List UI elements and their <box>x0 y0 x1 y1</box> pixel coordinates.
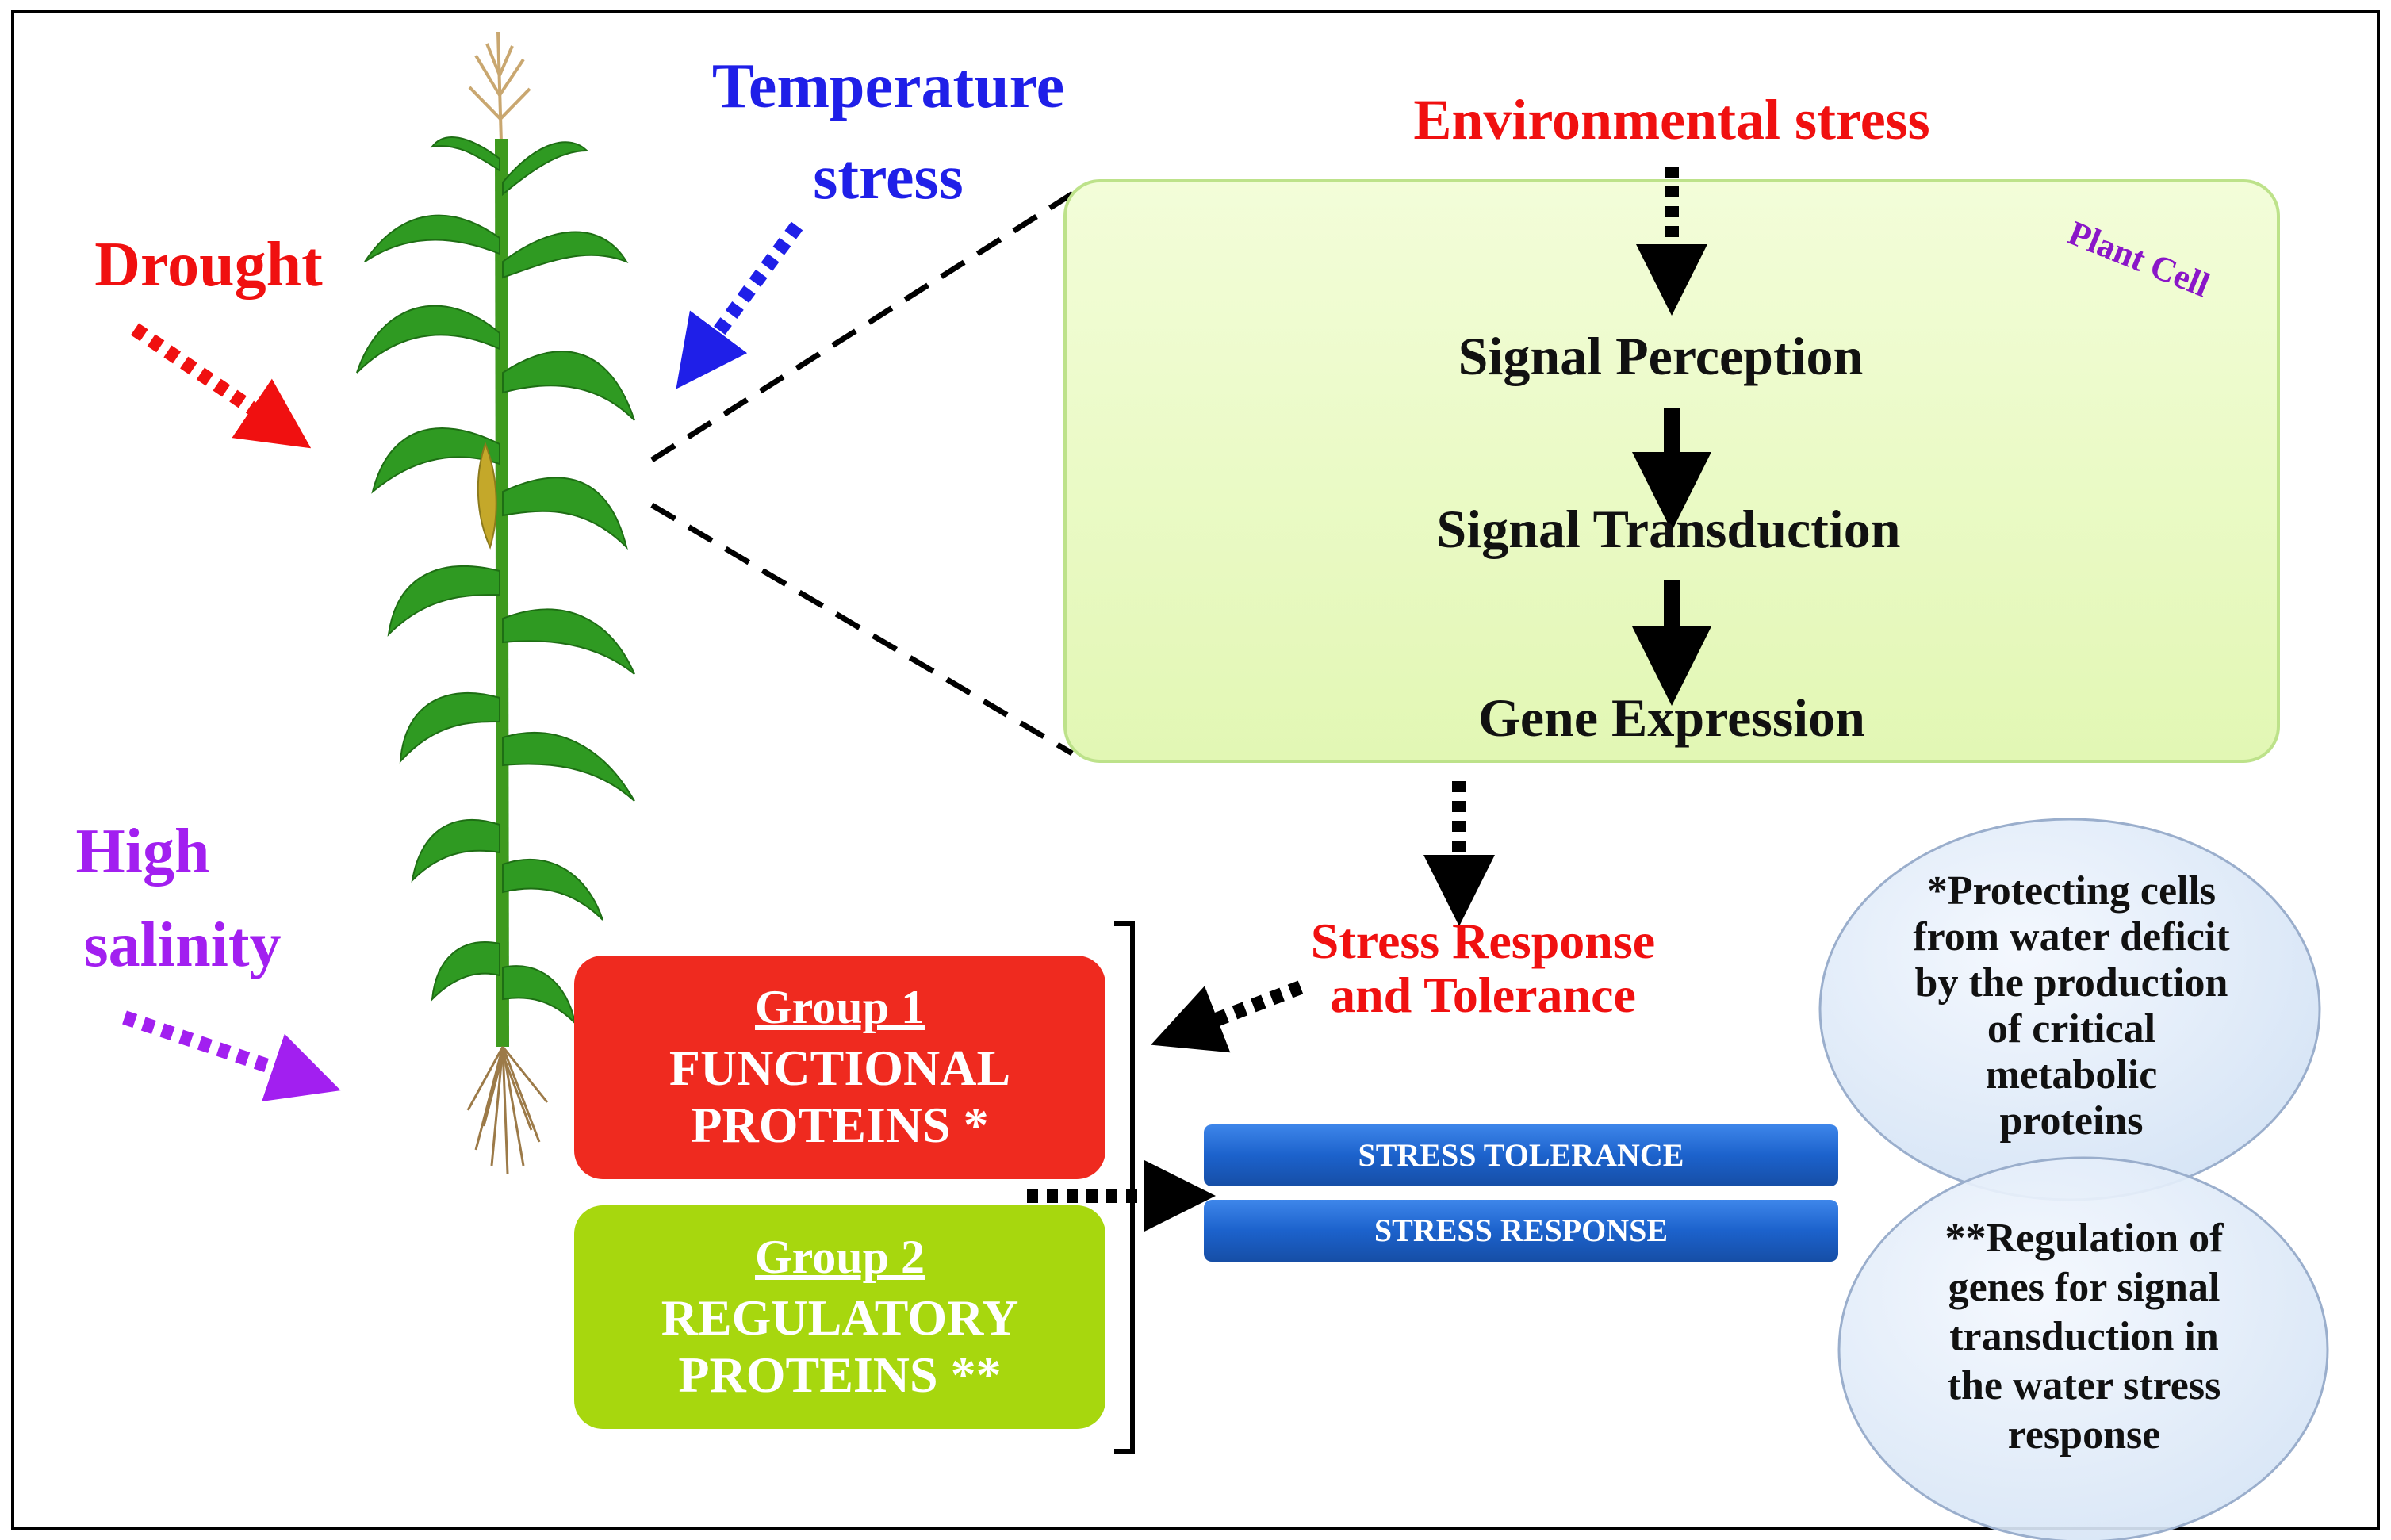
maize-plant-icon <box>356 31 635 1174</box>
group1-line2: PROTEINS * <box>691 1097 988 1153</box>
group1-line1: FUNCTIONAL <box>669 1040 1010 1096</box>
group2-line1: REGULATORY <box>661 1289 1019 1346</box>
functional-proteins-note: *Protecting cells from water deficit by … <box>1913 868 2230 1144</box>
signal-transduction-step: Signal Transduction <box>1436 499 1900 559</box>
gene-expression-step: Gene Expression <box>1478 688 1865 748</box>
temperature-arrow <box>676 221 803 389</box>
salinity-label-line2: salinity <box>84 910 282 980</box>
drought-label: Drought <box>94 230 323 300</box>
salinity-arrow <box>122 1010 341 1101</box>
roots <box>466 1046 549 1174</box>
stress-tolerance-bar <box>1204 1124 1838 1186</box>
group2-heading: Group 2 <box>755 1231 925 1283</box>
group2-line2: PROTEINS ** <box>678 1347 1001 1403</box>
note1-line: from water deficit <box>1913 914 2230 960</box>
group1-box <box>574 956 1105 1179</box>
leaves <box>356 136 635 1026</box>
stress-response-label-line2: and Tolerance <box>1330 967 1636 1023</box>
signal-perception-step: Signal Perception <box>1458 326 1864 386</box>
environmental-stress-label: Environmental stress <box>1413 88 1929 151</box>
note1-line: of critical <box>1987 1006 2155 1052</box>
temperature-label-line2: stress <box>813 143 964 213</box>
note2-line: transduction in <box>1949 1314 2219 1359</box>
maize-ear <box>477 442 497 550</box>
note2-line: **Regulation of <box>1945 1216 2224 1261</box>
note2-line: genes for signal <box>1948 1265 2220 1310</box>
regulatory-proteins-note: **Regulation of genes for signal transdu… <box>1945 1216 2224 1458</box>
temperature-label-line1: Temperature <box>712 52 1064 121</box>
group1-heading: Group 1 <box>755 981 925 1033</box>
stress-response-bar-label: STRESS RESPONSE <box>1374 1212 1668 1248</box>
regulatory-proteins-note-oval <box>1837 1156 2329 1540</box>
note1-line: proteins <box>1999 1098 2143 1144</box>
outer-border <box>11 10 2380 1530</box>
stress-response-bar <box>1204 1200 1838 1262</box>
stress-response-label-line1: Stress Response <box>1311 913 1655 969</box>
note1-line: by the production <box>1915 960 2228 1006</box>
stress-tolerance-label: STRESS TOLERANCE <box>1358 1137 1684 1173</box>
note2-line: response <box>2008 1412 2161 1458</box>
zoom-line-bottom <box>650 502 1074 757</box>
salinity-label-line1: High <box>76 817 210 887</box>
note2-line: the water stress <box>1948 1363 2221 1408</box>
response-to-groups-arrow <box>1151 980 1304 1053</box>
note1-line: metabolic <box>1986 1052 2158 1098</box>
drought-arrow <box>130 323 312 449</box>
note1-line: *Protecting cells <box>1927 868 2216 914</box>
stem <box>495 138 509 1048</box>
groups-bracket <box>1114 921 1135 1454</box>
group2-box <box>574 1205 1105 1429</box>
tassel <box>468 31 531 144</box>
